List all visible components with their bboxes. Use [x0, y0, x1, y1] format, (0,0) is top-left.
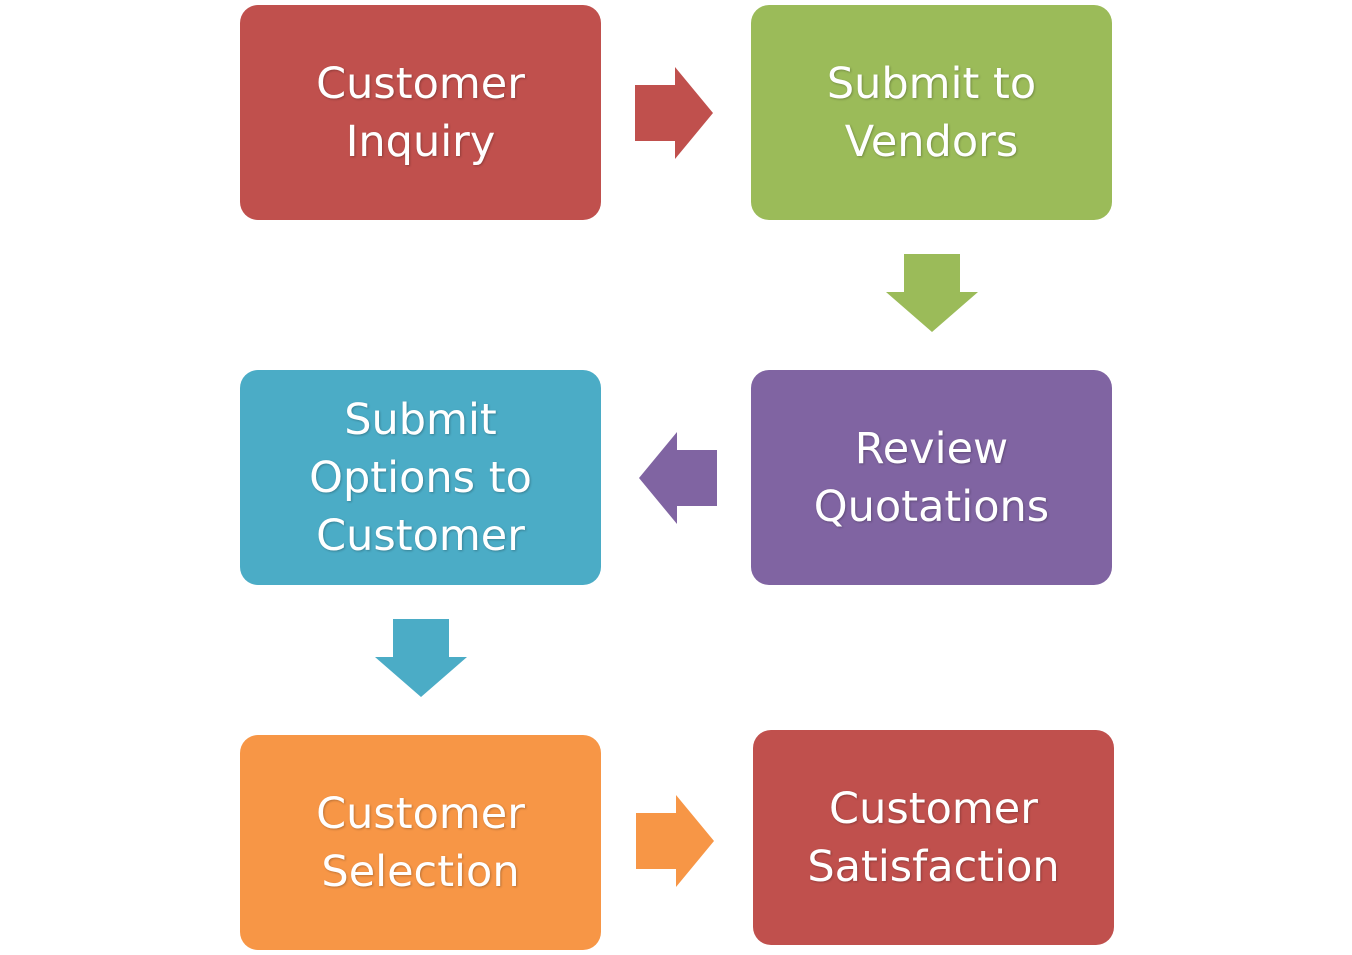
step-label: Review Quotations [813, 423, 1050, 532]
step-customer-satisfaction: Customer Satisfaction [753, 730, 1114, 945]
arrow-down-icon [886, 254, 978, 332]
step-label: Submit Options to Customer [309, 394, 532, 561]
step-customer-inquiry: Customer Inquiry [240, 5, 601, 220]
step-submit-options-to-customer: Submit Options to Customer [240, 370, 601, 585]
step-label: Customer Satisfaction [807, 783, 1060, 892]
step-customer-selection: Customer Selection [240, 735, 601, 950]
step-label: Customer Selection [316, 788, 525, 897]
step-review-quotations: Review Quotations [751, 370, 1112, 585]
arrow-down-icon [375, 619, 467, 697]
arrow-right-icon [636, 795, 714, 887]
arrow-left-icon [639, 432, 717, 524]
step-label: Customer Inquiry [316, 58, 525, 167]
step-label: Submit to Vendors [826, 58, 1037, 167]
step-submit-to-vendors: Submit to Vendors [751, 5, 1112, 220]
arrow-right-icon [635, 67, 713, 159]
